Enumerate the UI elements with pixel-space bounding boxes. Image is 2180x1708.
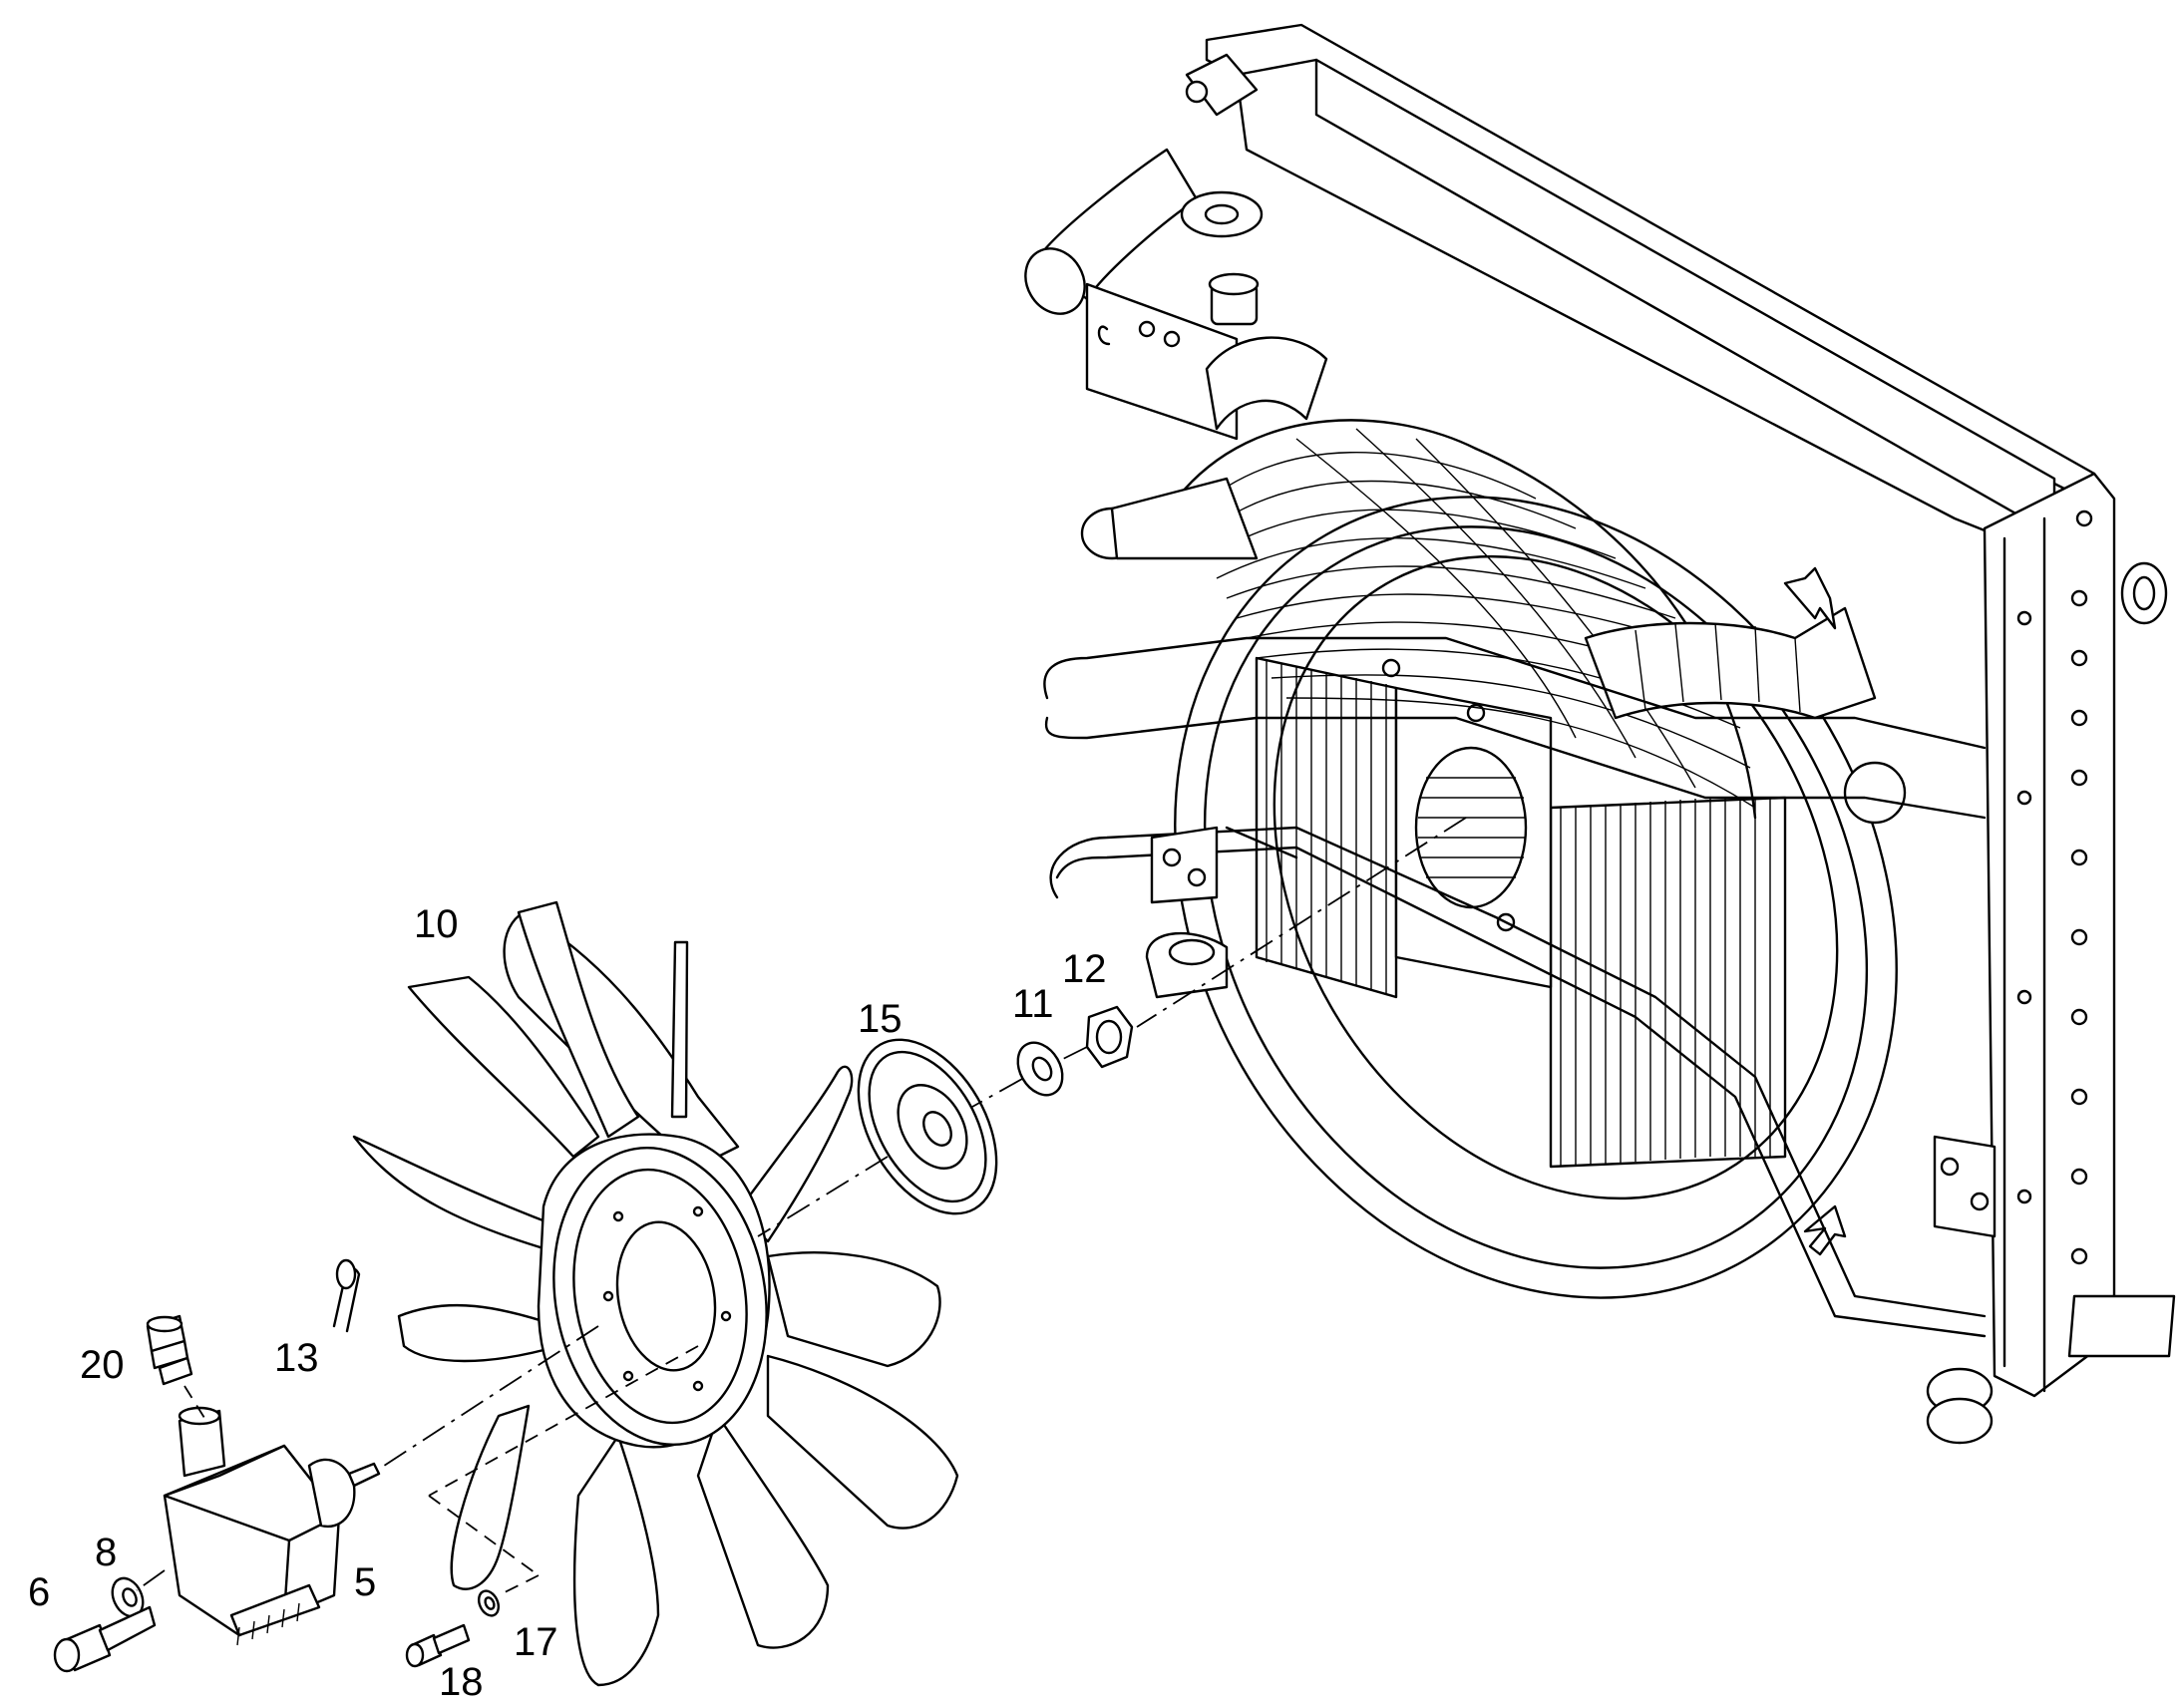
callout-6: 6 — [28, 1570, 50, 1614]
washer-part-8 — [111, 1576, 145, 1618]
callout-18: 18 — [439, 1660, 484, 1704]
callout-11: 11 — [1012, 982, 1054, 1026]
nut-part-12 — [1085, 1005, 1134, 1069]
fitting-part-20 — [146, 1314, 193, 1386]
fan-blade-part-10 — [352, 900, 959, 1687]
washer-part-11 — [1016, 1041, 1064, 1097]
callout-8: 8 — [95, 1531, 117, 1574]
callout-5: 5 — [354, 1560, 376, 1604]
bolt-part-18 — [405, 1623, 471, 1668]
washer-part-17 — [477, 1589, 501, 1617]
assembly-lines — [136, 817, 1467, 1596]
radiator-assembly — [1024, 23, 2176, 1445]
callout-20: 20 — [80, 1343, 125, 1387]
frame-bolts — [2016, 510, 2093, 1265]
radiator-core-fins — [1255, 656, 1787, 1169]
motor-part-5 — [163, 1406, 381, 1646]
flange-part-15 — [857, 1038, 998, 1215]
callout-12: 12 — [1062, 947, 1107, 991]
callout-15: 15 — [858, 997, 903, 1041]
callout-13: 13 — [274, 1336, 319, 1380]
pin-part-13 — [332, 1258, 361, 1333]
guard-tube-frame — [1043, 636, 1987, 1338]
bolt-part-6 — [53, 1605, 157, 1673]
callout-labels: 10 15 11 12 13 20 8 6 5 17 18 — [28, 902, 1107, 1704]
callout-10: 10 — [414, 902, 459, 946]
callout-17: 17 — [514, 1620, 558, 1664]
